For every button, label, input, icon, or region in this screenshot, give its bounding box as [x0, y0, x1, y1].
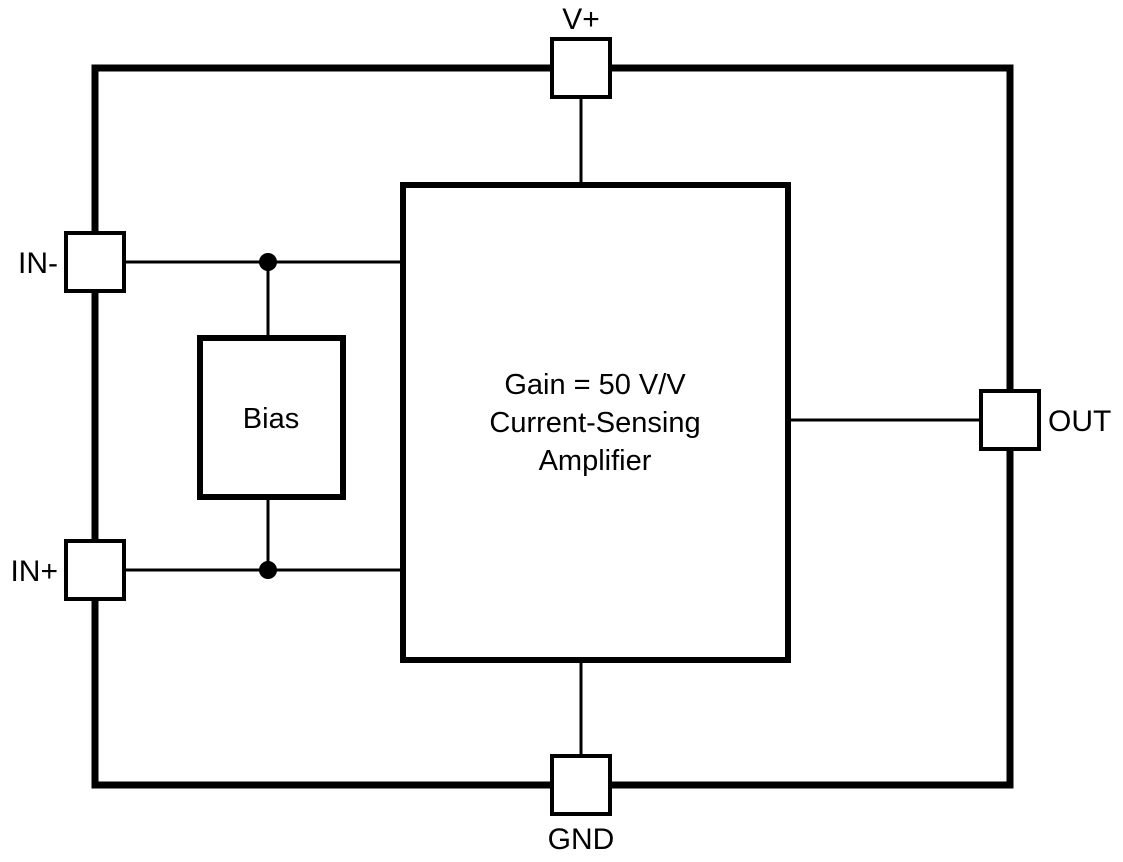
- amplifier-label-line2: Current-Sensing: [489, 407, 700, 439]
- bias-block: [197, 335, 346, 500]
- pin-vplus: [550, 37, 612, 99]
- bias-block-label: Bias: [243, 403, 299, 435]
- junction-dot-in-minus: [259, 253, 277, 271]
- amplifier-block: [400, 182, 791, 663]
- junction-dot-in-plus: [259, 561, 277, 579]
- amplifier-label-line3: Amplifier: [539, 445, 652, 477]
- pin-gnd-label: GND: [548, 823, 615, 856]
- pin-vplus-label: V+: [562, 3, 600, 36]
- pin-out-label: OUT: [1048, 405, 1111, 438]
- pin-in-minus: [64, 231, 126, 293]
- pin-in-plus: [64, 539, 126, 601]
- amplifier-label-line1: Gain = 50 V/V: [504, 369, 686, 401]
- pin-gnd: [550, 754, 612, 816]
- pin-in-minus-label: IN-: [18, 247, 58, 280]
- pin-out: [979, 389, 1041, 451]
- pin-in-plus-label: IN+: [10, 555, 58, 588]
